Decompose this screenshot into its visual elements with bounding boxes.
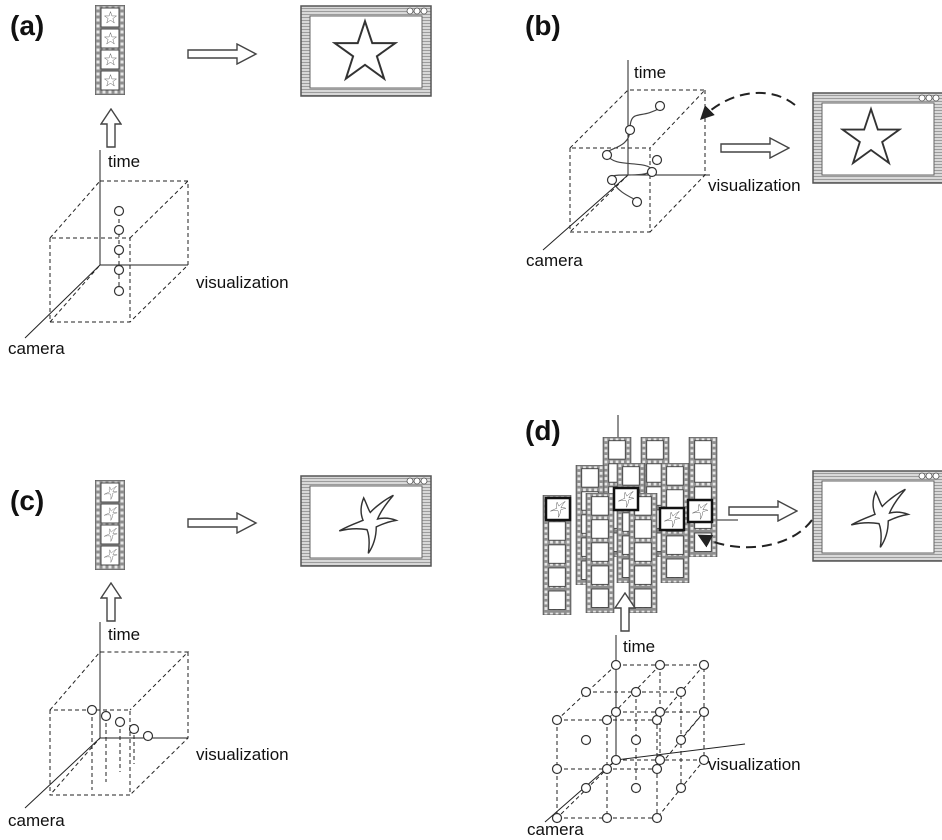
panel-d-label: (d) [525,415,561,446]
film-strip-icon [95,480,125,570]
panel-b: (b) time visualization camera [525,10,942,270]
window-icon [812,470,942,562]
camera-axis-label: camera [8,339,65,358]
up-arrow-icon [100,582,122,622]
cube-c [24,622,190,809]
right-arrow-icon [187,43,257,65]
window-icon [300,475,432,567]
window-icon [300,5,432,97]
camera-axis-label: camera [526,251,583,270]
visualization-axis-label: visualization [708,176,801,195]
camera-axis-label: camera [8,811,65,830]
camera-axis [24,737,101,809]
right-arrow-icon [187,512,257,534]
time-axis-label: time [623,637,655,656]
window-icon [812,92,942,184]
visualization-axis-label: visualization [196,745,289,764]
camera-axis-label: camera [527,820,584,839]
panel-c: (c) time visualiz [8,475,432,830]
panel-a-label: (a) [10,10,44,41]
time-axis-label: time [108,625,140,644]
up-arrow-icon [100,108,122,148]
time-axis-label: time [634,63,666,82]
panel-c-label: (c) [10,485,44,516]
feedback-arrow [700,92,796,120]
panel-a: (a) time [8,5,432,358]
film-strip-grid [542,437,718,615]
visualization-axis-label: visualization [708,755,801,774]
cube-a [24,150,189,339]
lattice-cube [544,635,746,824]
visualization-axis-label: visualization [196,273,289,292]
panel-b-label: (b) [525,10,561,41]
camera-axis [542,174,629,251]
panel-d: (d) [525,415,942,839]
film-strip-icon [95,5,125,95]
visualization-axis [615,743,746,761]
cube-b [542,60,710,251]
right-arrow-icon [720,137,790,159]
camera-axis [24,264,101,339]
right-arrow-icon [728,500,798,522]
time-axis-label: time [108,152,140,171]
